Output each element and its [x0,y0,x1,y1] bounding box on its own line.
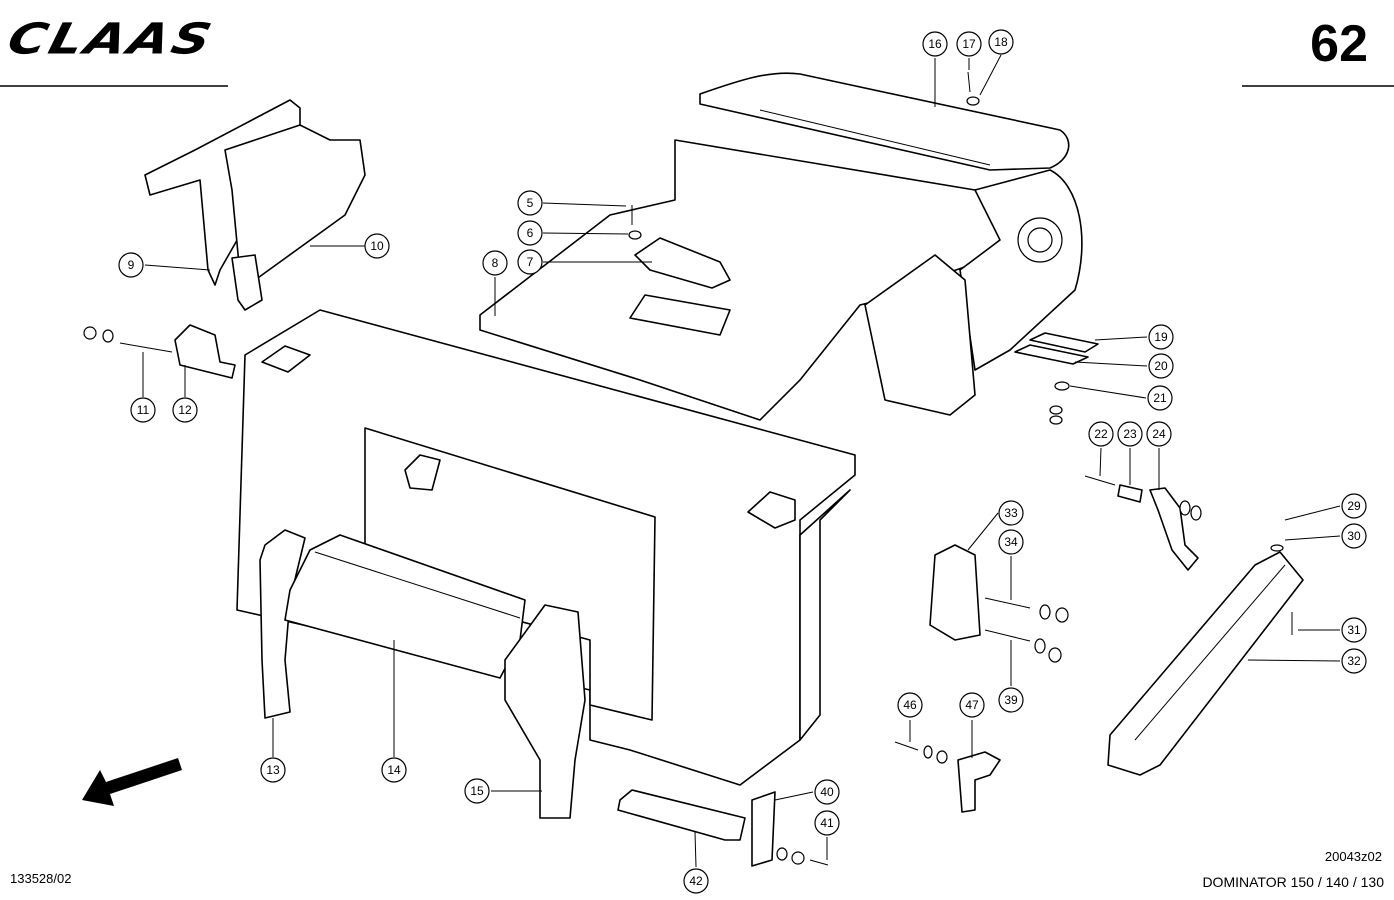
svg-text:34: 34 [1004,535,1018,549]
callout-9: 9 [118,252,144,278]
svg-text:20: 20 [1154,359,1168,373]
callout-39: 39 [998,687,1024,713]
callout-42: 42 [683,868,709,894]
bracket-47-part [894,741,1001,813]
svg-text:12: 12 [178,403,192,417]
direction-arrow [82,758,182,806]
svg-text:16: 16 [928,37,942,51]
svg-text:41: 41 [820,816,834,830]
svg-text:24: 24 [1152,427,1166,441]
svg-text:42: 42 [689,874,703,888]
svg-text:22: 22 [1094,427,1108,441]
callout-19: 19 [1148,324,1174,350]
callout-41: 41 [814,810,840,836]
callout-15: 15 [464,778,490,804]
svg-text:46: 46 [903,698,917,712]
support-arm-part [1107,544,1304,776]
svg-text:23: 23 [1123,427,1137,441]
page-number: 62 [1310,15,1368,73]
top-cover-part [699,72,1070,171]
callout-24: 24 [1146,421,1172,447]
plate-40-part [751,791,829,867]
svg-text:14: 14 [387,763,401,777]
callout-46: 46 [897,692,923,718]
svg-text:10: 10 [370,239,384,253]
callout-32: 32 [1341,648,1367,674]
callout-21: 21 [1147,385,1173,411]
svg-text:33: 33 [1004,506,1018,520]
callout-14: 14 [381,757,407,783]
bracket-plate-part [224,124,366,311]
callout-20: 20 [1148,353,1174,379]
svg-text:5: 5 [527,196,534,210]
callout-22: 22 [1088,421,1114,447]
frame-weldment-part [236,309,856,786]
svg-text:39: 39 [1004,693,1018,707]
callout-7: 7 [517,249,543,275]
callout-17: 17 [956,31,982,57]
top-hardware-part [628,71,980,240]
svg-text:6: 6 [527,226,534,240]
svg-text:47: 47 [965,698,979,712]
svg-text:15: 15 [470,784,484,798]
callout-40: 40 [814,779,840,805]
svg-text:32: 32 [1347,654,1361,668]
lever-assembly-part [1084,475,1202,571]
svg-text:9: 9 [128,258,135,272]
callout-29: 29 [1341,493,1367,519]
callout-5: 5 [517,190,543,216]
left-upright-part [259,529,306,719]
svg-text:17: 17 [962,37,976,51]
svg-text:29: 29 [1347,499,1361,513]
svg-text:21: 21 [1153,391,1167,405]
angle-bracket-part [617,789,746,841]
cross-member-part [284,534,526,679]
drawing-reference: 20043z02 [1324,849,1382,864]
svg-text:31: 31 [1347,623,1361,637]
document-reference: 133528/02 [10,871,72,886]
callout-6: 6 [517,220,543,246]
callout-23: 23 [1117,421,1143,447]
svg-text:18: 18 [994,35,1008,49]
callout-31: 31 [1341,617,1367,643]
right-upright-part [504,604,586,819]
svg-text:11: 11 [137,403,150,417]
svg-text:30: 30 [1347,529,1361,543]
callout-12: 12 [172,397,198,423]
bearing-block-part [83,324,236,379]
svg-text:40: 40 [820,785,834,799]
leader-lines [142,54,1341,868]
callout-16: 16 [922,31,948,57]
svg-text:7: 7 [527,255,534,269]
callout-30: 30 [1341,523,1367,549]
mount-block-part [929,544,1069,663]
callout-18: 18 [988,29,1014,55]
callout-10: 10 [364,233,390,259]
svg-text:13: 13 [266,763,280,777]
main-housing-part [479,139,1083,421]
callout-11: 11 [130,397,156,423]
callout-13: 13 [260,757,286,783]
callout-34: 34 [998,529,1024,555]
callout-8: 8 [482,250,508,276]
callout-47: 47 [959,692,985,718]
callout-33: 33 [998,500,1024,526]
strips-part [1014,332,1099,425]
svg-text:19: 19 [1154,330,1168,344]
model-designation: DOMINATOR 150 / 140 / 130 [1202,874,1384,890]
svg-text:8: 8 [492,256,499,270]
